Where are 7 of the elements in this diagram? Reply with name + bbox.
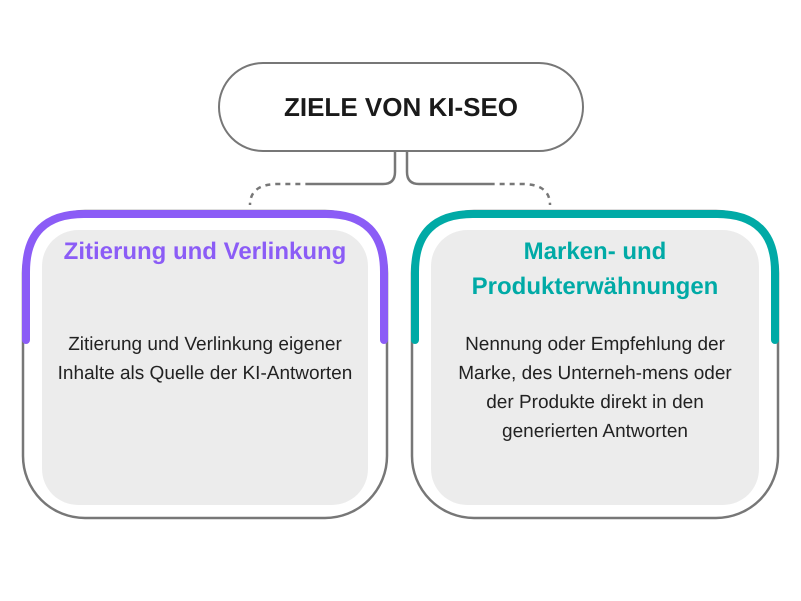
connector-line: [406, 152, 552, 206]
title-pill: ZIELE VON KI-SEO: [218, 62, 584, 152]
card-heading: Marken- und Produkterwähnungen: [470, 237, 720, 302]
card-description: Zitierung und Verlinkung eigener Inhalte als Quelle der KI-Antworten: [56, 333, 354, 386]
card-heading: Zitierung und Verlinkung: [62, 237, 348, 267]
connector-line: [248, 152, 396, 206]
card-description: Nennung oder Empfehlung der Marke, des Unterneh-mens oder der Produkte direkt in den generierten Antworten: [457, 333, 733, 444]
